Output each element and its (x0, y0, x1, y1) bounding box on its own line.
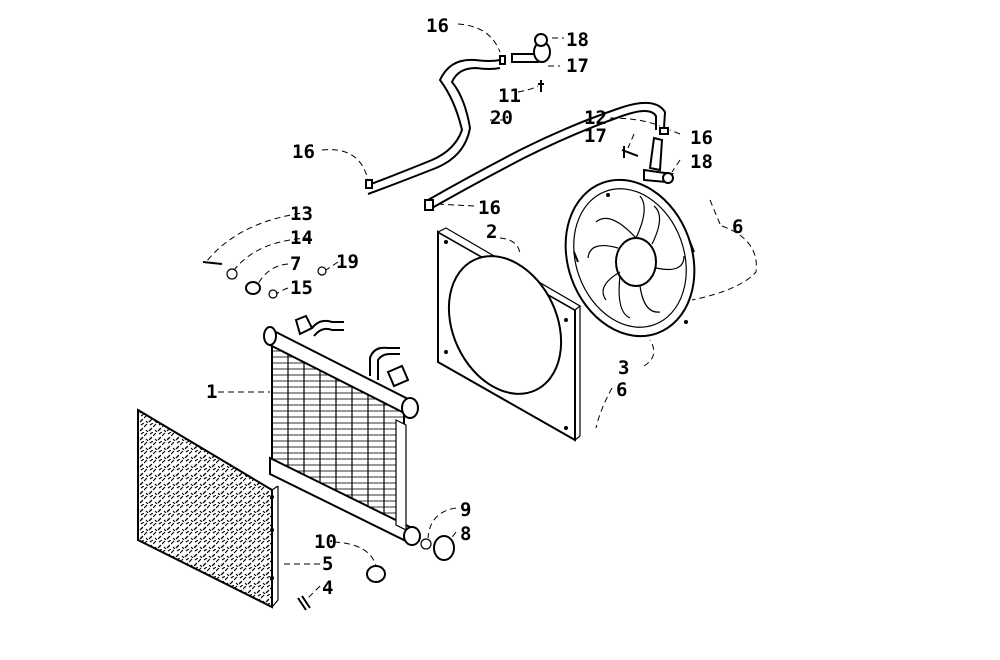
mesh-screen (137, 408, 279, 609)
callout-2: 2 (486, 221, 497, 243)
callout-19: 19 (336, 251, 359, 273)
screw-17 (538, 80, 639, 158)
callout-20: 20 (490, 107, 513, 129)
callout-1: 1 (206, 381, 217, 403)
callout-17: 17 (584, 125, 607, 147)
callout-18: 18 (690, 151, 713, 173)
hose-fitting-11 (511, 33, 551, 63)
callout-3: 3 (618, 357, 629, 379)
leader-lines (205, 23, 757, 601)
radiator (263, 314, 421, 546)
callout-16: 16 (478, 197, 501, 219)
callout-12: 12 (584, 107, 607, 129)
callout-5: 5 (322, 553, 333, 575)
callout-13: 13 (290, 203, 313, 225)
hose-fitting-12 (643, 136, 674, 184)
callout-7: 7 (290, 253, 301, 275)
callout-8: 8 (460, 523, 471, 545)
callout-11: 11 (498, 85, 521, 107)
callout-15: 15 (290, 277, 313, 299)
callout-6: 6 (616, 379, 627, 401)
callout-14: 14 (290, 227, 313, 249)
fan-assembly (564, 178, 696, 338)
fan-shroud (436, 227, 582, 442)
callout-6: 6 (732, 216, 743, 238)
callout-17: 17 (566, 55, 589, 77)
coolant-hoses (365, 58, 667, 209)
hardware-set (202, 261, 327, 299)
callout-9: 9 (460, 499, 471, 521)
callout-18: 18 (566, 29, 589, 51)
callout-4: 4 (322, 577, 333, 599)
hose-clamps (365, 55, 669, 211)
drain-parts (297, 535, 455, 611)
callout-10: 10 (314, 531, 337, 553)
callout-labels: 16 18 17 11 20 12 16 17 18 16 16 13 14 2… (206, 15, 743, 599)
callout-16: 16 (426, 15, 449, 37)
callout-16: 16 (690, 127, 713, 149)
callout-16: 16 (292, 141, 315, 163)
